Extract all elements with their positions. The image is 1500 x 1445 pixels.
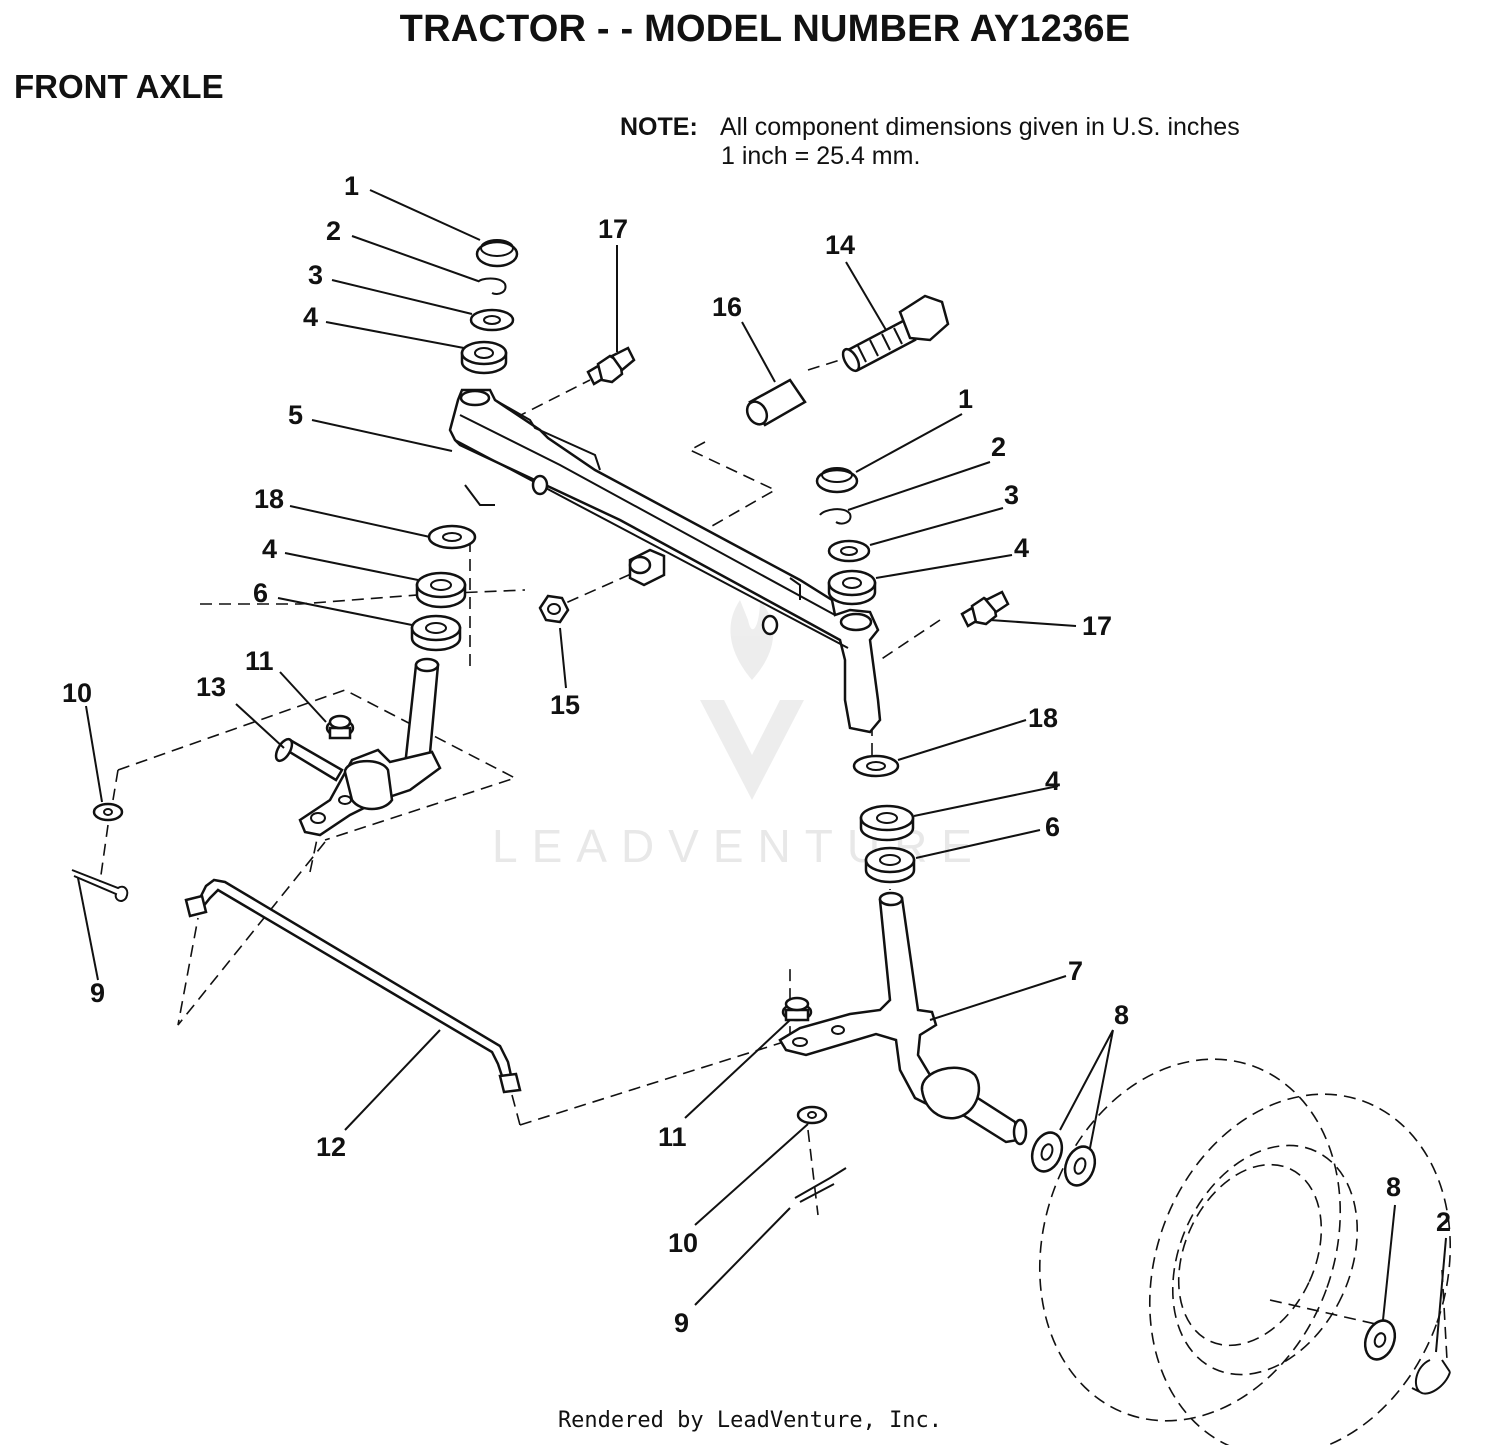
part-2-wheel-retaining-ring (1411, 1359, 1451, 1395)
callout-11-left: 11 (245, 646, 274, 676)
part-2-retaining-clip-left (477, 277, 507, 295)
part-4-bushing-upper-right (827, 569, 877, 606)
part-8-washer-outer (1063, 1145, 1097, 1187)
callout-12: 12 (316, 1132, 346, 1162)
part-14-pivot-bolt (841, 294, 950, 373)
callout-labels: 1 2 3 4 5 18 4 6 11 13 10 9 17 14 16 1 2… (62, 171, 1451, 1338)
callout-14: 14 (825, 230, 855, 260)
part-6-bushing-left (410, 614, 462, 652)
part-11-flange-nut-left (325, 714, 355, 740)
left-spindle-assembly (298, 657, 442, 837)
callout-17-upper: 17 (598, 214, 628, 244)
note-label: NOTE: (620, 113, 698, 141)
note-line-2: 1 inch = 25.4 mm. (721, 142, 921, 170)
callout-15: 15 (550, 690, 580, 720)
callout-9-left: 9 (90, 978, 105, 1008)
part-8-washer-wheel (1363, 1319, 1397, 1361)
callout-2-left: 2 (326, 216, 341, 246)
callout-18-right: 18 (1028, 703, 1058, 733)
part-4-bushing-lower-left (415, 571, 467, 609)
part-4-bushing-lower-right (859, 804, 915, 842)
callout-17-lower: 17 (1082, 611, 1112, 641)
callout-8-wheel: 8 (1386, 1172, 1401, 1202)
part-16-spacer (745, 378, 807, 427)
part-17-grease-fitting-upper (586, 346, 636, 386)
callout-4-upper-right: 4 (1014, 533, 1029, 563)
part-8-washer-inner (1030, 1131, 1064, 1173)
part-10-washer-left (92, 802, 124, 822)
callout-16: 16 (712, 292, 742, 322)
part-4-bushing-upper-left (460, 340, 508, 375)
dimension-note: NOTE: All component dimensions given in U… (620, 113, 1240, 171)
footer-credit: Rendered by LeadVenture, Inc. (557, 1408, 943, 1433)
part-3-washer-right (827, 539, 871, 563)
callout-13: 13 (196, 672, 226, 702)
part-7-steering-spindle-right (778, 891, 1028, 1146)
part-1-cap-right (815, 467, 859, 494)
callout-10-left: 10 (62, 678, 92, 708)
part-12-drag-link (184, 878, 522, 1094)
callout-8-spindle: 8 (1114, 1000, 1129, 1030)
part-11-flange-nut-right (781, 996, 813, 1022)
callout-18-left: 18 (254, 484, 284, 514)
part-3-washer-left (469, 308, 515, 332)
diagram-title: TRACTOR - - MODEL NUMBER AY1236E (399, 8, 1131, 50)
part-15-lock-nut (538, 594, 570, 624)
part-1-cap-left (475, 239, 519, 268)
part-18-thrust-washer-left (427, 524, 477, 550)
callout-4-upper-left: 4 (303, 302, 318, 332)
callout-1-left: 1 (344, 171, 359, 201)
callout-9-right: 9 (674, 1308, 689, 1338)
part-18-thrust-washer-right (852, 754, 900, 778)
callout-leader-lines (77, 189, 1447, 1353)
callout-2-wheel: 2 (1436, 1207, 1451, 1237)
callout-6-left: 6 (253, 578, 268, 608)
note-line-1: All component dimensions given in U.S. i… (720, 113, 1240, 141)
callout-1-right: 1 (958, 384, 973, 414)
callout-11-right: 11 (658, 1122, 687, 1152)
part-9-cotter-pin-right (794, 1167, 847, 1203)
part-17-grease-fitting-lower (960, 590, 1010, 628)
callout-4-lower-left: 4 (262, 534, 277, 564)
part-5-axle-beam (448, 388, 882, 734)
callout-7: 7 (1068, 956, 1083, 986)
part-10-washer-right (796, 1105, 828, 1125)
callout-2-right: 2 (991, 432, 1006, 462)
section-title: FRONT AXLE (14, 68, 224, 105)
callout-3-left: 3 (308, 260, 323, 290)
callout-4-lower-right: 4 (1045, 766, 1060, 796)
part-9-cotter-pin-left (71, 869, 129, 902)
part-13-bolt (274, 737, 344, 782)
callout-5: 5 (288, 400, 303, 430)
callout-3-right: 3 (1004, 480, 1019, 510)
front-wheel-phantom (1038, 1058, 1452, 1445)
callout-6-right: 6 (1045, 812, 1060, 842)
callout-10-right: 10 (668, 1228, 698, 1258)
part-6-bushing-right (864, 846, 916, 884)
part-2-retaining-clip-right (819, 508, 852, 525)
